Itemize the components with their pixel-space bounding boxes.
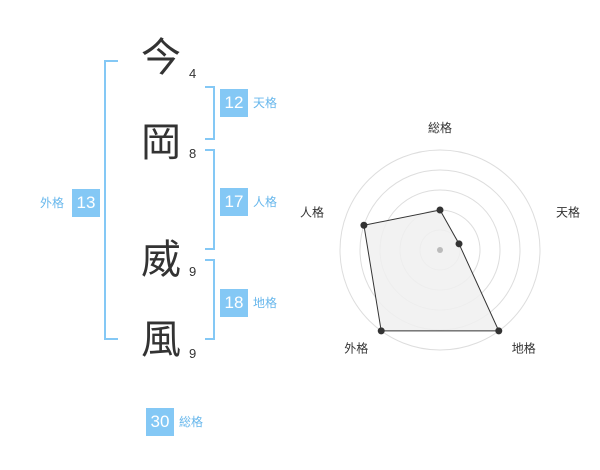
radar-point-3 [495,327,503,335]
radar-point-5 [360,221,368,229]
gaikaku-label: 外格 [40,196,65,210]
radar-axis-label-5: 人格 [300,204,324,219]
stroke-count-1: 4 [189,66,197,81]
jinkaku-badge: 17 [220,188,248,216]
tenkaku-label: 天格 [253,96,278,110]
radar-point-1 [436,206,444,214]
jinkaku-label: 人格 [253,195,278,209]
radar-point-4 [377,327,385,335]
name-char-2: 岡 [141,120,181,166]
radar-point-2 [455,240,463,248]
tenkaku-badge: 12 [220,89,248,117]
radar-ring-5 [339,149,541,351]
tenkaku-bracket [205,86,215,140]
jinkaku-bracket [205,149,215,250]
chikaku-badge: 18 [220,289,248,317]
soukaku-badge: 30 [146,408,174,436]
chikaku-label: 地格 [253,296,278,310]
name-char-3: 威 [141,237,181,283]
radar-axis-label-1: 総格 [428,120,452,135]
chikaku-bracket [205,259,215,340]
radar-polygon [363,209,500,332]
name-char-1: 今 [141,35,181,81]
gaikaku-badge: 13 [72,189,100,217]
radar-axis-label-2: 天格 [556,204,580,219]
stroke-count-2: 8 [189,146,197,161]
name-char-4: 風 [141,317,181,363]
gaikaku-bracket [104,60,118,340]
radar-center-dot [437,247,443,253]
soukaku-label: 総格 [179,415,204,429]
stroke-count-4: 9 [189,346,197,361]
radar-axis-label-4: 外格 [344,341,368,356]
radar-axis-label-3: 地格 [512,341,536,356]
stroke-count-3: 9 [189,264,197,279]
